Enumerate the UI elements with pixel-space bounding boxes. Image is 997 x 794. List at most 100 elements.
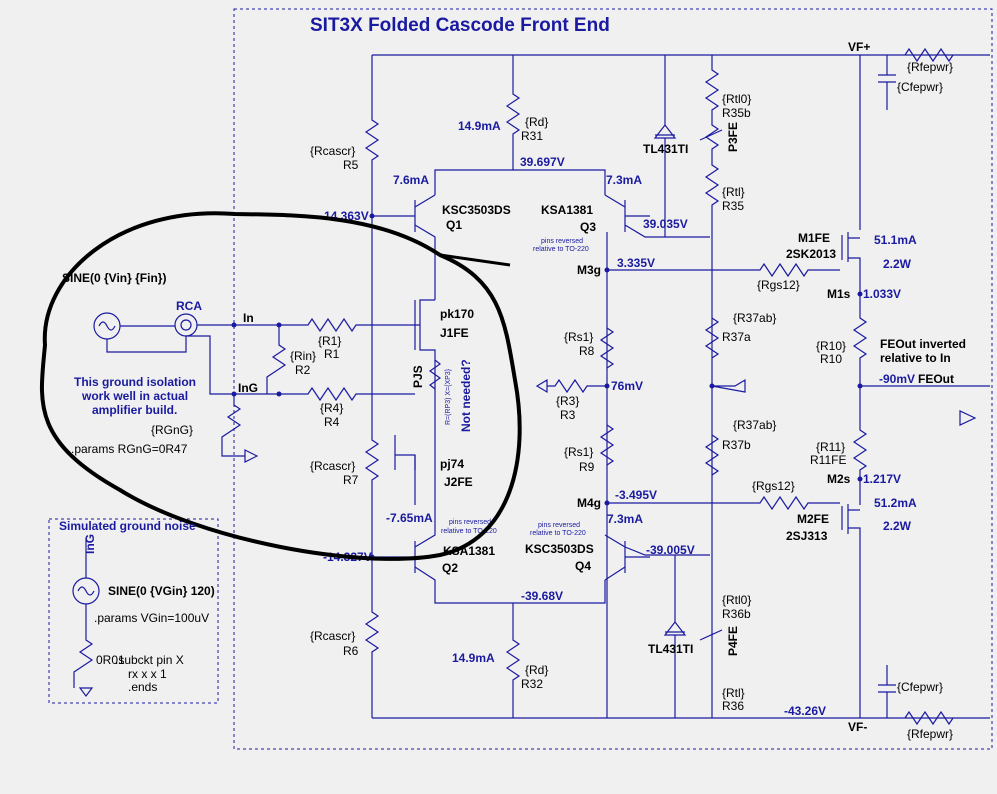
schematic-label: 2SJ313 [786,529,828,543]
schematic-label: 51.1mA [874,233,917,247]
schematic-label: -39.005V [646,543,695,557]
schematic-label: 1.033V [863,287,901,301]
schematic-label: {Rs1} [564,330,593,344]
schematic-label: .subckt pin X [115,653,184,667]
schematic-label: TL431TI [648,642,693,656]
schematic-label: R5 [343,158,359,172]
schematic-label: R37b [722,438,751,452]
schematic-label: InG [83,534,97,554]
schematic-label: R2 [295,363,311,377]
schematic-label: relative to TO-220 [530,530,586,537]
schematic-label: 39.697V [520,155,565,169]
schematic-label: -39.68V [521,589,563,603]
schematic-label: {Rtl} [722,686,745,700]
schematic-label: 7.3mA [607,512,643,526]
label-vfm: VF- [848,720,867,734]
schematic-label: M4g [577,496,601,510]
schematic-label: 0R01 [96,653,125,667]
schematic-label: {Rfepwr} [907,60,953,74]
schematic-label: KSC3503DS [525,542,594,556]
label-vfp: VF+ [848,40,870,54]
schematic-label: KSA1381 [443,544,495,558]
schematic-label: {Rtl0} [722,593,751,607]
schematic-label: 3.335V [617,256,655,270]
schematic-label: PJS [411,365,425,388]
schematic-label: Not needed? [459,359,473,432]
schematic-label: rx x x 1 [128,667,167,681]
schematic-label: M2FE [797,512,829,526]
schematic-label: SINE(0 {VGin} 120) [108,584,215,598]
schematic-label: TL431TI [643,142,688,156]
schematic-label: {Rd} [525,115,548,129]
schematic-label: {Rcascr} [310,459,355,473]
schematic-label: .params VGin=100uV [94,611,209,625]
schematic-label: pins reversed [538,522,580,529]
schematic-label: This ground isolation [74,375,196,389]
schematic-label: {Cfepwr} [897,80,943,94]
schematic-label: InG [238,381,258,395]
schematic-label: P3FE [726,122,740,152]
schematic-label: {Rgs12} [757,278,800,292]
schematic-label: 7.6mA [393,173,429,187]
schematic-label: R36b [722,607,751,621]
schematic-label: {RGnG} [151,423,193,437]
schematic-label: amplifier build. [92,403,177,417]
schematic-label: .params RGnG=0R47 [71,442,188,456]
schematic-label: relative to In [880,351,951,365]
schematic-label: M2s [827,472,851,486]
schematic-label: J1FE [440,326,469,340]
title: SIT3X Folded Cascode Front End [310,15,610,36]
schematic-label: FEOut [918,372,954,386]
schematic-label: -43.26V [784,704,826,718]
schematic-label: -7.65mA [386,511,433,525]
schematic-label: P4FE [726,626,740,656]
schematic-label: R4 [324,415,340,429]
schematic-label: Simulated ground noise [59,519,196,533]
schematic-label: {R4} [320,401,343,415]
schematic-label: 2.2W [883,257,912,271]
schematic-label: .ends [128,680,157,694]
schematic-label: {Rd} [525,663,548,677]
schematic-label: M1s [827,287,851,301]
schematic-label: relative to TO-220 [533,246,589,253]
schematic-label: -90mV [879,372,915,386]
schematic-label: R36 [722,699,744,713]
schematic-label: {Rtl} [722,185,745,199]
schematic-label: 2.2W [883,519,912,533]
schematic-label: pk170 [440,307,474,321]
schematic-label: {R3} [556,394,579,408]
schematic-label: R6 [343,644,359,658]
schematic-label: FEOut inverted [880,337,966,351]
schematic-label: {Rgs12} [752,479,795,493]
schematic-label: R31 [521,129,543,143]
sim-box [48,518,219,704]
schematic-label: J2FE [444,475,473,489]
schematic-label: RCA [176,299,202,313]
schematic-label: 14.9mA [458,119,501,133]
frame-border [233,8,993,750]
schematic-label: 76mV [611,379,643,393]
schematic-label: {Rtl0} [722,92,751,106]
schematic-label: relative to TO-220 [441,528,497,535]
schematic-label: -3.495V [615,488,657,502]
schematic-label: {R37ab} [733,311,776,325]
schematic-label: {Rs1} [564,445,593,459]
schematic-label: pins reversed [449,519,491,526]
schematic-label: R=(RP3) X={XP3} [445,368,452,425]
schematic-label: {R37ab} [733,418,776,432]
schematic-label: R8 [579,344,595,358]
schematic-label: {Rcascr} [310,629,355,643]
schematic-label: R37a [722,330,751,344]
schematic-label: Q2 [442,561,458,575]
schematic-label: Q3 [580,220,596,234]
schematic-label: R11FE [810,453,846,467]
schematic-label: 14.9mA [452,651,495,665]
schematic-label: R1 [324,347,340,361]
schematic-label: R7 [343,473,359,487]
schematic-label: M1FE [798,231,830,245]
schematic-label: {R10} [816,339,846,353]
schematic-label: In [243,311,254,325]
schematic-label: 1.217V [863,472,901,486]
schematic-label: R35 [722,199,744,213]
